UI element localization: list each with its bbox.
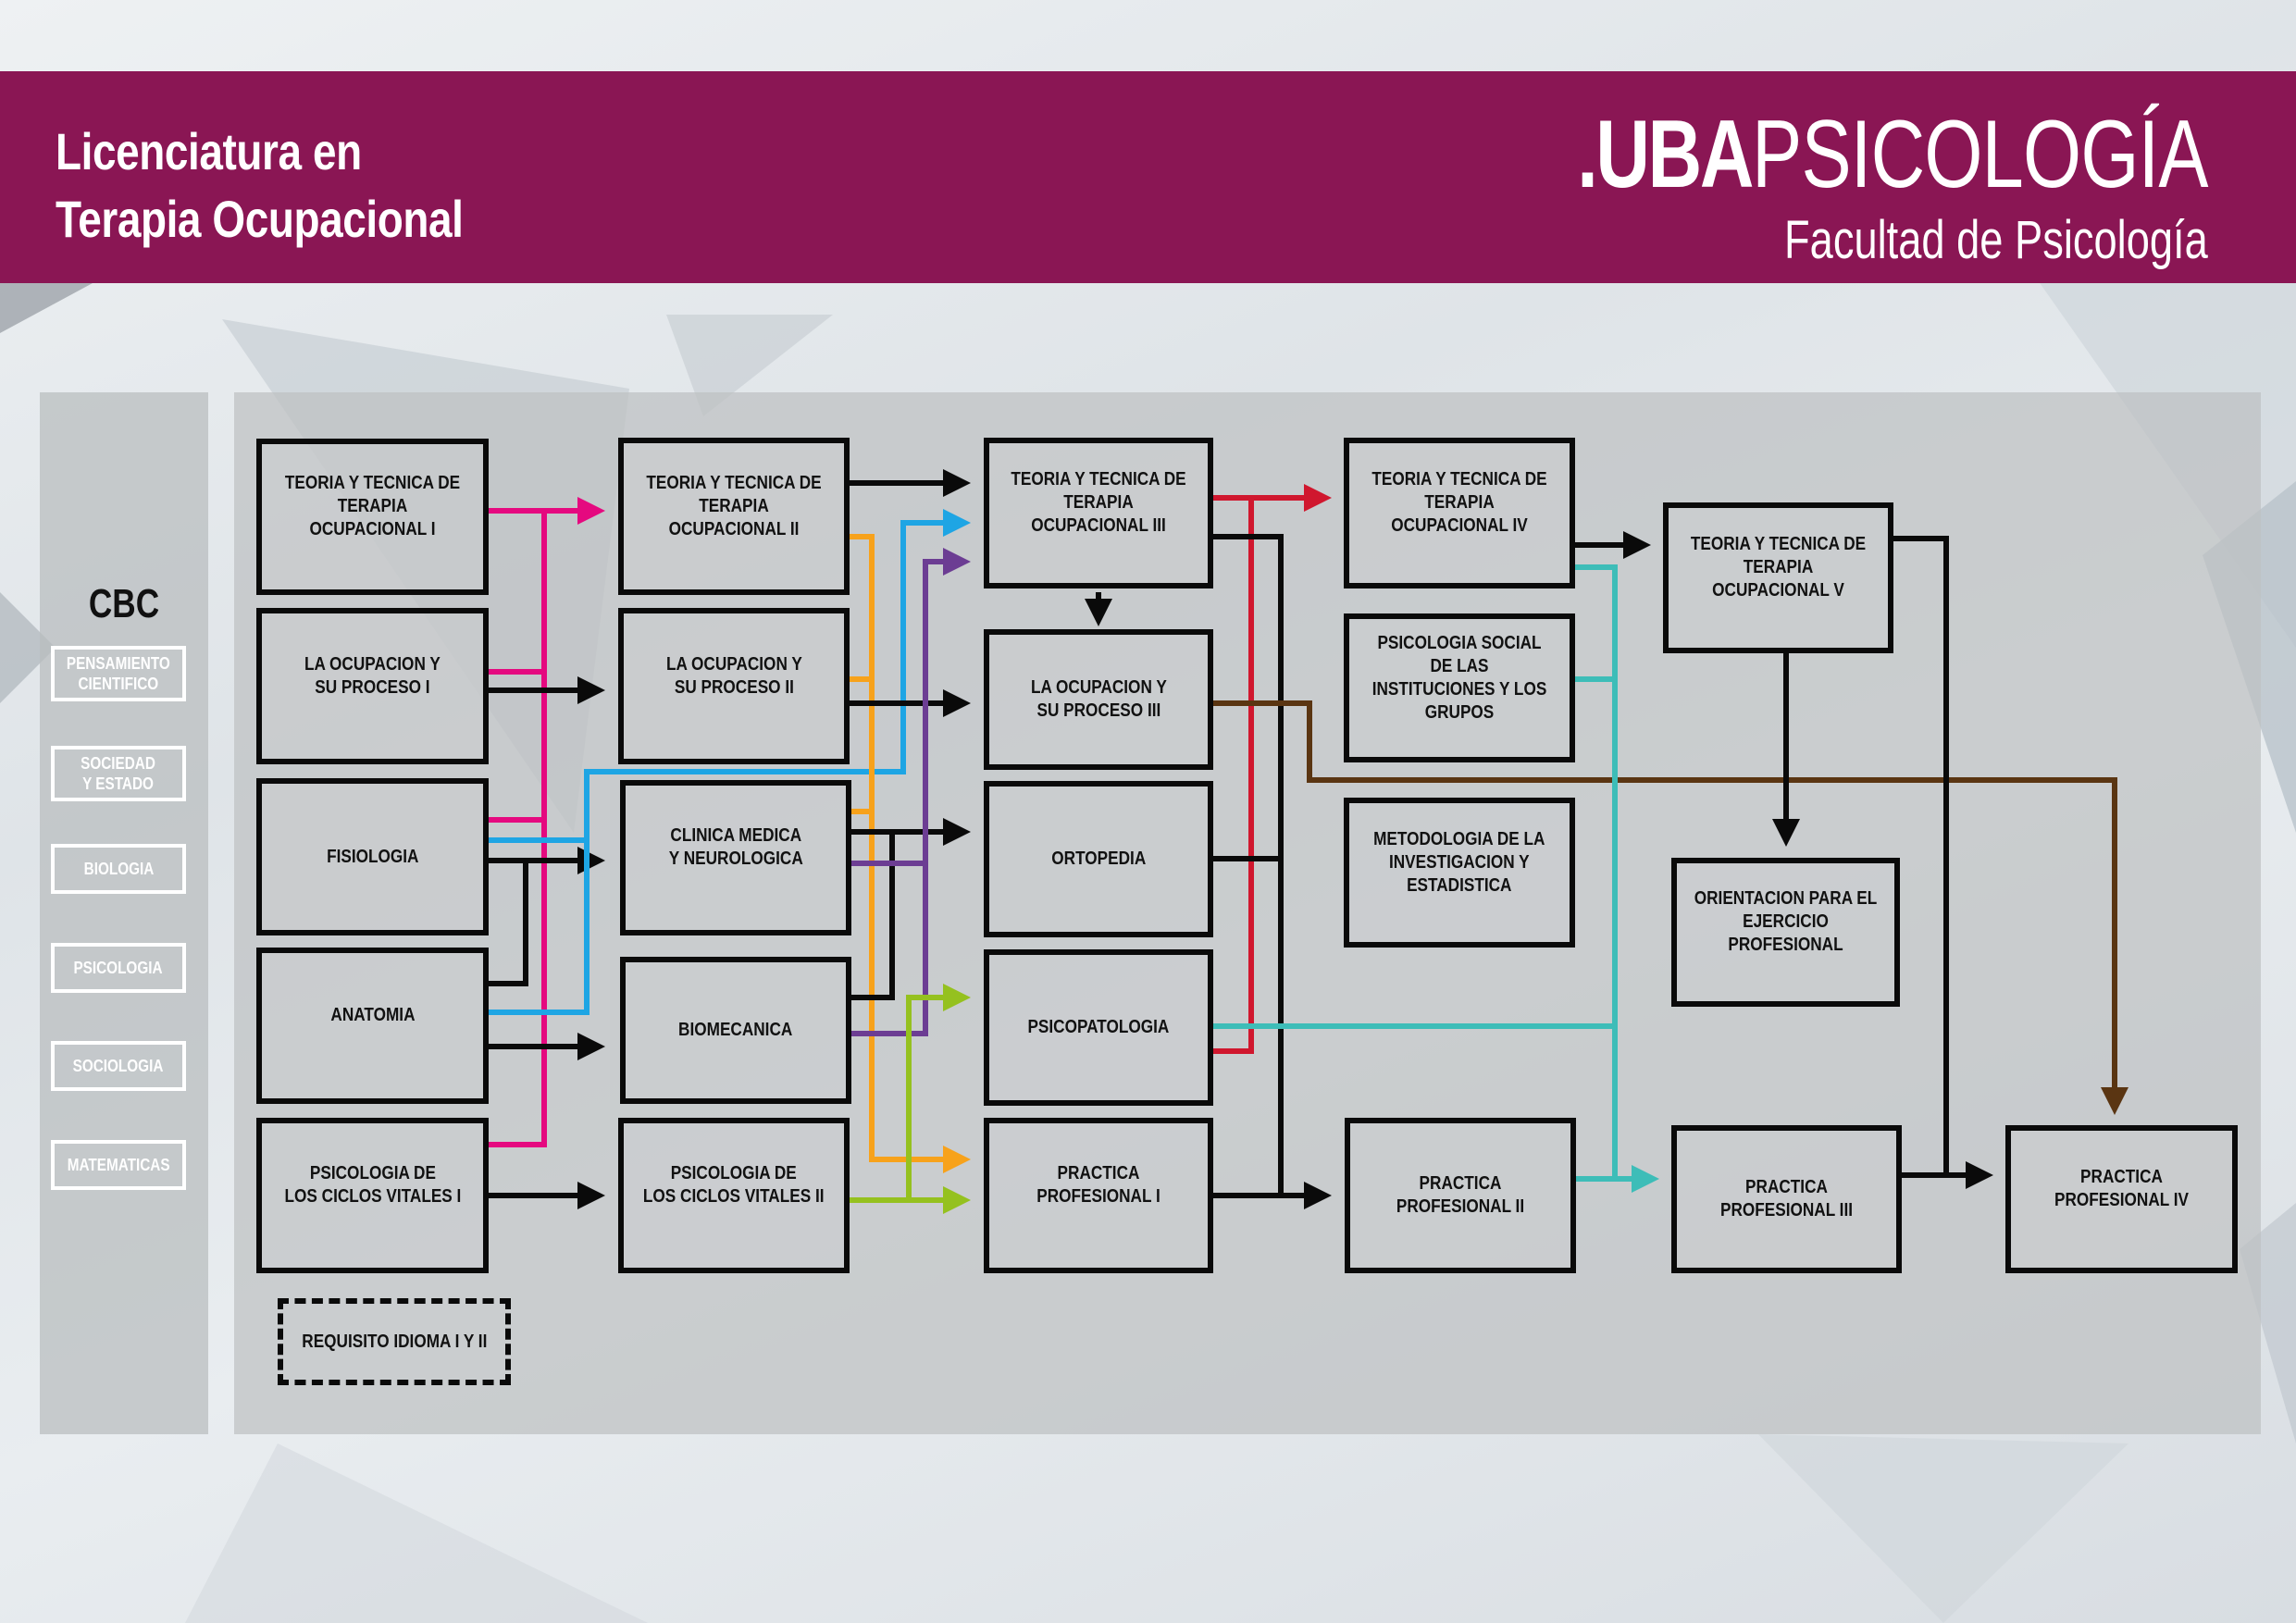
- cbc-item-matematicas: MATEMATICAS: [51, 1140, 186, 1190]
- cbc-title: CBC: [88, 581, 160, 626]
- brand-uba: .UBA: [1577, 101, 1754, 208]
- subject-practica-profesional4: PRACTICA PROFESIONAL IV: [2005, 1125, 2238, 1273]
- subject-anatomia: ANATOMIA: [256, 948, 489, 1104]
- subject-practica-profesional3: PRACTICA PROFESIONAL III: [1671, 1125, 1902, 1273]
- subject-tto4: TEORIA Y TECNICA DE TERAPIA OCUPACIONAL …: [1344, 438, 1575, 588]
- uba-psicologia-logo: .UBAPSICOLOGÍA Facultad de Psicología: [1577, 106, 2208, 273]
- subject-psicologia-social: PSICOLOGIA SOCIAL DE LAS INSTITUCIONES Y…: [1344, 613, 1575, 762]
- subject-tto3: TEORIA Y TECNICA DE TERAPIA OCUPACIONAL …: [984, 438, 1213, 588]
- subject-orientacion-ejercicio: ORIENTACION PARA EL EJERCICIO PROFESIONA…: [1671, 858, 1900, 1007]
- subject-psicopatologia: PSICOPATOLOGIA: [984, 949, 1213, 1106]
- program-title: Licenciatura en Terapia Ocupacional: [56, 118, 464, 253]
- requisito-idioma: REQUISITO IDIOMA I Y II: [278, 1298, 511, 1385]
- curriculum-map-panel: [234, 392, 2261, 1434]
- subject-ocupacion1: LA OCUPACION Y SU PROCESO I: [256, 608, 489, 764]
- cbc-item-psicologia: PSICOLOGIA: [51, 943, 186, 993]
- subject-ciclos-vitales2: PSICOLOGIA DE LOS CICLOS VITALES II: [618, 1118, 850, 1273]
- cbc-item-sociologia: SOCIOLOGIA: [51, 1041, 186, 1091]
- program-title-line1: Licenciatura en: [56, 122, 362, 180]
- brand-subtitle: Facultad de Psicología: [1784, 210, 2208, 270]
- page-header: Licenciatura en Terapia Ocupacional .UBA…: [0, 71, 2296, 283]
- cbc-item-pensamiento-cientifico: PENSAMIENTO CIENTIFICO: [51, 646, 186, 701]
- program-title-line2: Terapia Ocupacional: [56, 190, 464, 248]
- cbc-item-sociedad-y-estado: SOCIEDAD Y ESTADO: [51, 746, 186, 801]
- cbc-item-biologia: BIOLOGIA: [51, 844, 186, 894]
- subject-tto5: TEORIA Y TECNICA DE TERAPIA OCUPACIONAL …: [1663, 502, 1893, 653]
- subject-practica-profesional1: PRACTICA PROFESIONAL I: [984, 1118, 1213, 1273]
- subject-practica-profesional2: PRACTICA PROFESIONAL II: [1345, 1118, 1576, 1273]
- subject-ocupacion3: LA OCUPACION Y SU PROCESO III: [984, 629, 1213, 770]
- subject-clinica-medica: CLINICA MEDICA Y NEUROLOGICA: [620, 780, 851, 935]
- subject-ciclos-vitales1: PSICOLOGIA DE LOS CICLOS VITALES I: [256, 1118, 489, 1273]
- cbc-panel: CBC PENSAMIENTO CIENTIFICO SOCIEDAD Y ES…: [40, 392, 208, 1434]
- subject-fisiologia: FISIOLOGIA: [256, 778, 489, 935]
- subject-tto2: TEORIA Y TECNICA DE TERAPIA OCUPACIONAL …: [618, 438, 850, 595]
- subject-ocupacion2: LA OCUPACION Y SU PROCESO II: [618, 608, 850, 764]
- brand-psicologia: PSICOLOGÍA: [1752, 101, 2208, 208]
- subject-tto1: TEORIA Y TECNICA DE TERAPIA OCUPACIONAL …: [256, 439, 489, 595]
- subject-metodologia: METODOLOGIA DE LA INVESTIGACION Y ESTADI…: [1344, 798, 1575, 948]
- subject-biomecanica: BIOMECANICA: [620, 957, 851, 1104]
- subject-ortopedia: ORTOPEDIA: [984, 781, 1213, 937]
